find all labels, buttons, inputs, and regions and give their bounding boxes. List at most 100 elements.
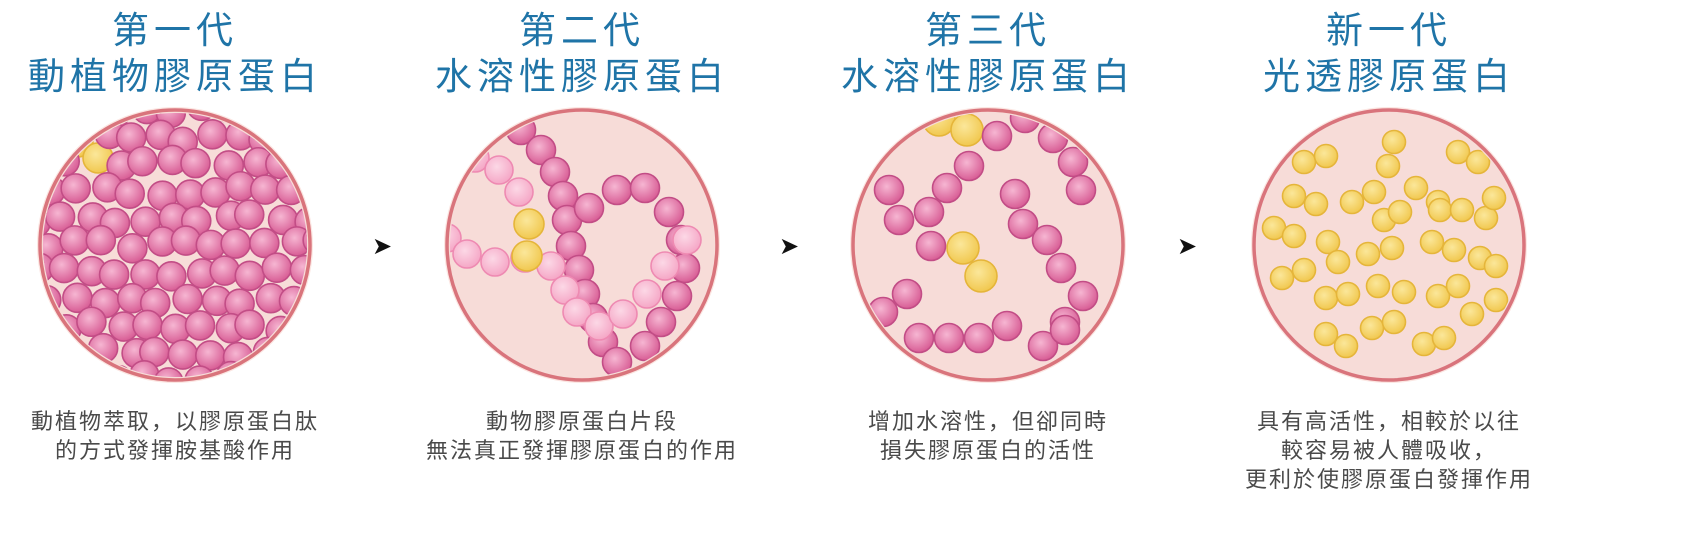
arrow-icon: ➤ [1177, 232, 1198, 260]
molecule-dot [1425, 283, 1451, 309]
molecule-dot [1315, 229, 1341, 255]
molecule-dot [309, 289, 320, 318]
molecule-dot [43, 152, 51, 184]
molecule-dot [249, 227, 280, 259]
molecule-dot [953, 150, 985, 182]
desc-line: 較容易被人體吸收， [1280, 439, 1497, 464]
molecule-dot [43, 334, 69, 365]
molecule-dot [180, 147, 211, 179]
molecule-dot [277, 120, 307, 151]
molecule-dot [1441, 237, 1467, 263]
molecule-dot [1291, 257, 1317, 283]
molecule-dot [1281, 223, 1307, 249]
molecule-circle [37, 107, 320, 383]
molecule-dot [1445, 139, 1471, 165]
molecule-dot [931, 172, 963, 204]
molecule-dot [629, 330, 661, 362]
desc-line: 具有高活性，相較於以往 [1256, 410, 1521, 435]
desc-line: 無法真正發揮膠原蛋白的作用 [425, 439, 738, 464]
molecule-dot [209, 255, 240, 286]
molecule-dot [76, 306, 107, 338]
molecule-dot [903, 322, 935, 354]
molecule-dot [1361, 179, 1387, 205]
molecule-dot [172, 283, 203, 315]
molecule-dot [1027, 330, 1059, 362]
molecule-dot [632, 279, 662, 309]
title-line-2: 水溶性膠原蛋白 [435, 55, 729, 98]
title-line-1: 第一代 [112, 9, 238, 52]
molecule-dot [1335, 281, 1361, 307]
panel-description: 動植物萃取，以膠原蛋白肽 的方式發揮胺基酸作用 [0, 408, 395, 466]
molecule-dot [950, 113, 984, 147]
molecule-dot [240, 113, 272, 122]
panel-title: 第二代 水溶性膠原蛋白 [382, 8, 782, 100]
molecule-dot [76, 113, 107, 126]
molecule-dot [1325, 249, 1351, 275]
molecule-dot [76, 362, 108, 377]
molecule-dot [672, 225, 702, 255]
molecule-dot [1313, 321, 1339, 347]
molecule-dot [1007, 208, 1039, 240]
molecule-dot [1031, 224, 1063, 256]
title-line-1: 第二代 [519, 9, 645, 52]
desc-line: 損失膠原蛋白的活性 [879, 439, 1096, 464]
molecule-dot [170, 225, 202, 256]
molecule-dot [1049, 314, 1081, 346]
molecule-dot [1419, 229, 1445, 255]
molecule-dot [308, 179, 320, 208]
molecule-dot [1449, 197, 1475, 223]
molecule-dot [156, 261, 187, 292]
title-line-2: 動植物膠原蛋白 [28, 55, 322, 98]
desc-line: 動物膠原蛋白片段 [485, 410, 678, 435]
molecule-dot [1057, 146, 1089, 178]
molecule-dot [991, 310, 1023, 342]
arrow-icon: ➤ [779, 232, 800, 260]
molecule-dot [1045, 252, 1077, 284]
molecule-dot [883, 204, 915, 236]
molecule-dot [233, 199, 265, 230]
molecule-dot [1391, 279, 1417, 305]
molecule-dot [43, 365, 58, 377]
molecule-dot [282, 334, 307, 366]
molecule-dot [1281, 183, 1307, 209]
molecule-dot [629, 172, 661, 204]
desc-line: 動植物萃取，以膠原蛋白肽 [30, 410, 319, 435]
molecule-dot [584, 311, 614, 341]
molecule-dot [1381, 309, 1407, 335]
molecule-dot [933, 322, 965, 354]
molecule-dot [220, 228, 251, 259]
molecule-dot [127, 145, 158, 177]
desc-line: 更利於使膠原蛋白發揮作用 [1244, 468, 1533, 493]
molecule-circle [444, 107, 720, 383]
title-line-2: 水溶性膠原蛋白 [841, 55, 1135, 98]
molecule-dot [1365, 273, 1391, 299]
molecule-dot [292, 152, 307, 183]
molecule-dot [946, 231, 980, 265]
panel-title: 第三代 水溶性膠原蛋白 [788, 8, 1188, 100]
molecule-dot [964, 259, 998, 293]
molecule-dot [645, 306, 677, 338]
molecule-dot [1427, 197, 1453, 223]
arrow-icon: ➤ [372, 232, 393, 260]
molecule-dot [304, 336, 307, 368]
title-line-2: 光透膠原蛋白 [1263, 55, 1515, 98]
molecule-dot [114, 178, 146, 209]
molecule-dot [249, 174, 281, 205]
molecule-dot [661, 280, 693, 312]
panel-description: 具有高活性，相較於以往 較容易被人體吸收， 更利於使膠原蛋白發揮作用 [1169, 408, 1609, 495]
molecule-dot [484, 155, 514, 185]
molecule-dot [450, 223, 462, 253]
molecule-dot [43, 315, 54, 347]
panel-gen1: 第一代 動植物膠原蛋白 動植物萃取，以膠原蛋白肽 的方式發揮胺基酸作用 [0, 0, 375, 550]
molecule-dot [1065, 174, 1097, 206]
molecule-dot [608, 299, 638, 329]
molecule-dot [117, 233, 148, 264]
molecule-dot [43, 113, 54, 126]
molecule-dot [981, 120, 1013, 152]
panel-description: 動物膠原蛋白片段 無法真正發揮膠原蛋白的作用 [362, 408, 802, 466]
molecule-dot [1483, 287, 1509, 313]
molecule-dot [504, 177, 534, 207]
molecule-dot [913, 196, 945, 228]
molecule-dot [1067, 280, 1099, 312]
molecule-dot [511, 240, 543, 272]
